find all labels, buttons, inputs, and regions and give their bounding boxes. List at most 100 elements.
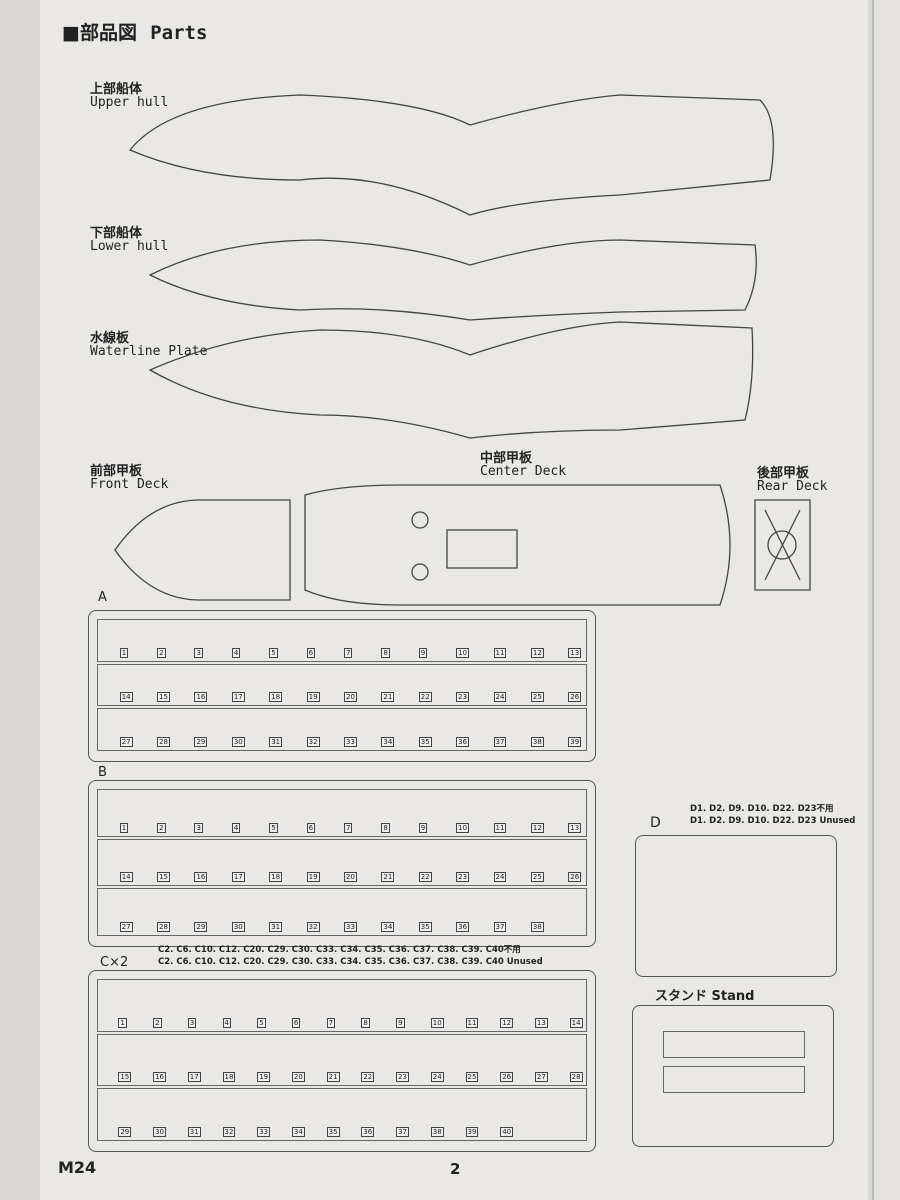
part-number: 25 — [465, 1072, 479, 1083]
waterline-label-en: Waterline Plate — [90, 344, 208, 359]
part-number: 36 — [361, 1127, 375, 1137]
part-number: 28 — [157, 737, 170, 747]
part-number: 14 — [119, 692, 133, 703]
part-number: 29 — [194, 922, 208, 932]
part-number: 5 — [257, 1017, 266, 1028]
part-number: 34 — [381, 922, 395, 932]
part-number: 26 — [568, 692, 582, 703]
upper-hull-drawing — [128, 94, 774, 216]
page-title: ■部品図 Parts — [62, 22, 208, 44]
part-number: 17 — [231, 872, 245, 883]
part-number: 6 — [306, 647, 316, 658]
part-number: 23 — [456, 692, 470, 703]
part-number: 36 — [456, 922, 470, 932]
part-number: 23 — [396, 1072, 409, 1083]
part-number: 21 — [381, 872, 395, 883]
model-code: M24 — [58, 1158, 97, 1177]
part-number: 34 — [291, 1127, 305, 1137]
part-number: 9 — [418, 647, 428, 658]
part-number: 31 — [269, 922, 283, 932]
front-deck-label-en: Front Deck — [90, 477, 169, 492]
part-number: 15 — [118, 1072, 132, 1083]
part-number: 15 — [157, 692, 170, 703]
sprue-row-frame — [97, 619, 587, 662]
part-number: 23 — [456, 872, 470, 883]
rear-deck-label-en: Rear Deck — [757, 479, 828, 494]
part-number: 17 — [187, 1072, 201, 1083]
part-number: 24 — [493, 692, 507, 703]
part-number: 8 — [381, 647, 390, 658]
part-number: 19 — [306, 692, 320, 703]
part-number: 38 — [530, 737, 544, 747]
part-number: 27 — [119, 922, 133, 932]
part-number: 37 — [493, 922, 507, 932]
part-number: 37 — [493, 737, 507, 747]
part-number: 18 — [269, 872, 283, 883]
sprue-d-label: D — [650, 815, 661, 831]
part-number: 27 — [534, 1072, 548, 1083]
part-number: 7 — [326, 1017, 336, 1028]
part-number: 29 — [194, 737, 208, 747]
sprue-a-label: A — [98, 590, 107, 605]
part-number: 32 — [306, 922, 320, 932]
part-number: 28 — [569, 1072, 583, 1083]
part-number: 16 — [153, 1072, 166, 1083]
part-number: 5 — [269, 647, 278, 658]
part-number: 37 — [396, 1127, 409, 1137]
waterline-plate-drawing — [148, 321, 754, 439]
sprue-row-frame — [97, 708, 587, 751]
sprue-c-note-en: C2. C6. C10. C12. C20. C29. C30. C33. C3… — [158, 957, 543, 967]
part-number: 13 — [568, 647, 582, 658]
sprue-row-frame — [97, 789, 587, 837]
part-number: 1 — [118, 1017, 127, 1028]
part-number: 9 — [396, 1017, 405, 1028]
front-deck-drawing — [114, 499, 291, 601]
sprue-row-frame — [97, 1033, 587, 1087]
part-number: 17 — [231, 692, 245, 703]
part-number: 20 — [291, 1072, 305, 1083]
center-deck-hatch — [446, 529, 518, 569]
sprue-c-note-jp: C2. C6. C10. C12. C20. C29. C30. C33. C3… — [158, 945, 521, 955]
upper-hull-label-en: Upper hull — [90, 95, 169, 110]
sprue-d-note-en: D1. D2. D9. D10. D22. D23 Unused — [690, 816, 856, 826]
part-number: 24 — [493, 872, 507, 883]
part-number: 20 — [344, 692, 357, 703]
part-number: 19 — [306, 872, 320, 883]
part-number: 19 — [257, 1072, 271, 1083]
front-deck-label-jp: 前部甲板 — [90, 464, 143, 479]
part-number: 11 — [493, 647, 507, 658]
part-number: 9 — [418, 822, 428, 833]
stand-sprue — [632, 1005, 834, 1147]
part-number: 25 — [530, 692, 544, 703]
part-number: 2 — [157, 822, 166, 833]
part-number: 35 — [418, 737, 432, 747]
part-number: 26 — [568, 872, 582, 883]
part-number: 35 — [326, 1127, 340, 1137]
part-number: 11 — [493, 822, 507, 833]
part-number: 13 — [534, 1017, 548, 1028]
part-number: 33 — [344, 922, 357, 932]
part-number: 22 — [361, 1072, 375, 1083]
lower-hull-label-en: Lower hull — [90, 239, 169, 254]
part-number: 11 — [465, 1017, 479, 1028]
part-number: 13 — [568, 822, 582, 833]
part-number: 33 — [257, 1127, 271, 1137]
part-number: 34 — [381, 737, 395, 747]
part-number: 30 — [153, 1127, 166, 1137]
part-number: 22 — [418, 692, 432, 703]
part-number: 38 — [530, 922, 544, 932]
part-number: 24 — [430, 1072, 444, 1083]
part-number: 32 — [306, 737, 320, 747]
sprue-row-frame — [97, 979, 587, 1032]
sprue-d — [635, 835, 837, 977]
part-number: 33 — [344, 737, 357, 747]
part-number: 15 — [157, 872, 170, 883]
waterline-label-jp: 水線板 — [90, 331, 130, 346]
part-number: 4 — [231, 822, 241, 833]
sprue-row-frame — [97, 838, 587, 887]
part-number: 2 — [157, 647, 166, 658]
part-number: 1 — [119, 647, 129, 658]
